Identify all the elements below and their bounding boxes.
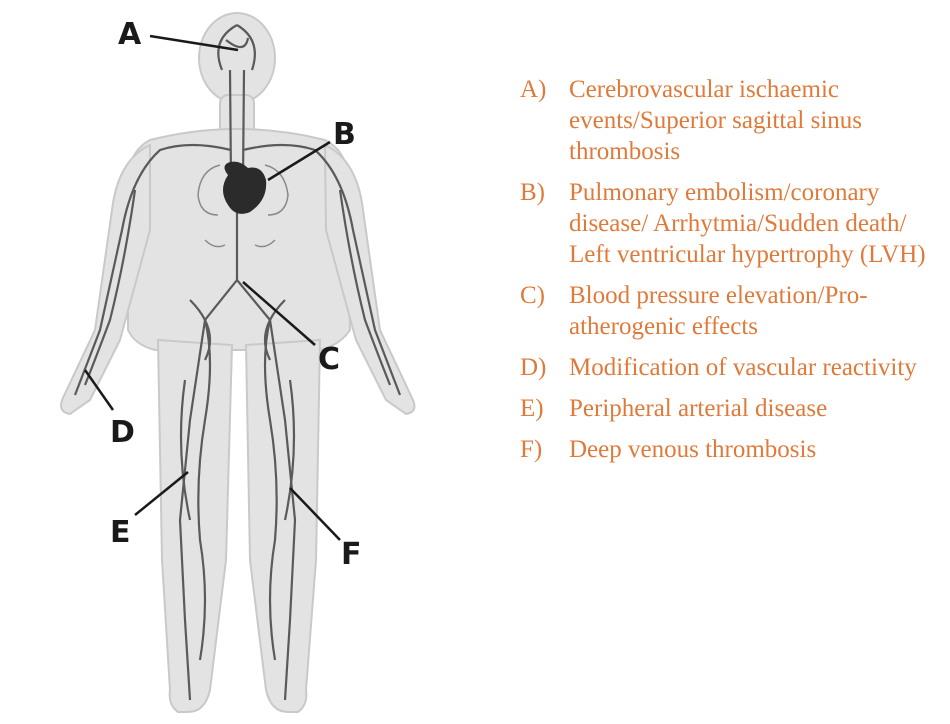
- legend-item-f: F) Deep venous thrombosis: [520, 434, 945, 465]
- legend-text: Deep venous thrombosis: [569, 434, 945, 465]
- legend-key: E): [520, 393, 544, 424]
- legend: A) Cerebrovascular ischaemic events/Supe…: [520, 74, 945, 475]
- marker-f: F: [341, 540, 362, 570]
- legend-key: A): [520, 74, 546, 105]
- legend-text: Pulmonary embolism/coronary disease/ Arr…: [569, 177, 945, 270]
- legend-key: B): [520, 177, 545, 208]
- marker-d: D: [110, 418, 135, 448]
- marker-b: B: [333, 120, 356, 150]
- legend-item-e: E) Peripheral arterial disease: [520, 393, 945, 424]
- legend-key: F): [520, 434, 542, 465]
- legend-key: C): [520, 280, 545, 311]
- legend-text: Blood pressure elevation/Pro-atherogenic…: [569, 280, 945, 342]
- body-silhouette: [61, 13, 414, 712]
- legend-item-a: A) Cerebrovascular ischaemic events/Supe…: [520, 74, 945, 167]
- anatomy-figure: A B C D E F: [0, 0, 490, 724]
- legend-item-b: B) Pulmonary embolism/coronary disease/ …: [520, 177, 945, 270]
- legend-key: D): [520, 352, 546, 383]
- human-body-circulatory-illustration: [0, 0, 490, 724]
- legend-text: Cerebrovascular ischaemic events/Superio…: [569, 74, 945, 167]
- legend-text: Peripheral arterial disease: [569, 393, 945, 424]
- marker-c: C: [318, 345, 340, 375]
- legend-item-d: D) Modification of vascular reactivity: [520, 352, 945, 383]
- marker-a: A: [118, 20, 141, 50]
- legend-item-c: C) Blood pressure elevation/Pro-atheroge…: [520, 280, 945, 342]
- legend-text: Modification of vascular reactivity: [569, 352, 945, 383]
- marker-e: E: [110, 518, 131, 548]
